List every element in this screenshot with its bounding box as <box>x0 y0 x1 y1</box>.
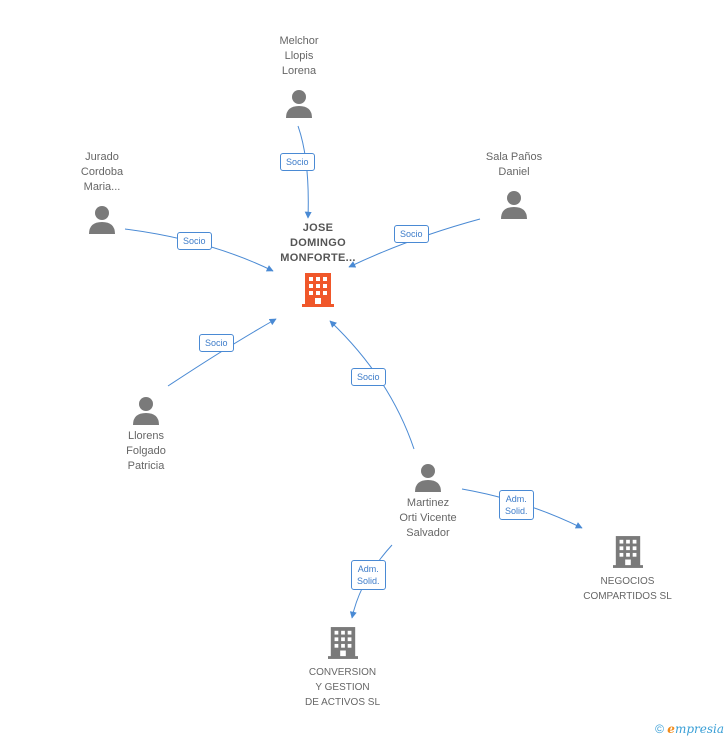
node-llorens-label: Llorens Folgado Patricia <box>126 430 166 472</box>
node-person-martinez[interactable]: Martinez Orti Vicente Salvador <box>373 462 483 541</box>
edge-label-sala: Socio <box>394 225 429 243</box>
person-icon <box>89 206 115 234</box>
brand-footer[interactable]: © empresia <box>655 722 724 736</box>
edge-label-melchor: Socio <box>280 153 315 171</box>
node-negocios-label: NEGOCIOS COMPARTIDOS SL <box>583 576 672 602</box>
node-sala-label: Sala Paños Daniel <box>485 151 543 178</box>
edge-label-negocios: Adm. Solid. <box>499 490 534 520</box>
node-melchor-label: Melchor Llopis Lorena <box>279 35 319 77</box>
node-jurado-label: Jurado Cordoba Maria... <box>80 151 124 193</box>
node-company-negocios[interactable]: NEGOCIOS COMPARTIDOS SL <box>570 534 685 604</box>
building-icon <box>612 536 643 568</box>
node-conversion-label: CONVERSION Y GESTION DE ACTIVOS SL <box>304 667 381 708</box>
building-highlight-icon <box>302 273 334 307</box>
person-icon <box>133 397 159 425</box>
node-person-sala[interactable]: Sala Paños Daniel <box>464 150 564 219</box>
node-company-conversion[interactable]: CONVERSION Y GESTION DE ACTIVOS SL <box>285 625 400 710</box>
node-martinez-label: Martinez Orti Vicente Salvador <box>399 497 457 539</box>
edge-melchor-center <box>297 125 312 219</box>
edge-label-jurado: Socio <box>177 232 212 250</box>
person-icon <box>415 464 441 492</box>
copyright-icon: © <box>655 722 664 736</box>
building-icon <box>327 627 358 659</box>
node-person-melchor[interactable]: Melchor Llopis Lorena <box>249 34 349 118</box>
node-center-company[interactable]: JOSE DOMINGO MONFORTE... <box>263 221 373 309</box>
person-icon <box>286 90 312 118</box>
edge-label-martinez: Socio <box>351 368 386 386</box>
brand-logo-e: e <box>667 722 675 736</box>
person-icon <box>501 191 527 219</box>
node-person-llorens[interactable]: Llorens Folgado Patricia <box>96 395 196 474</box>
edge-label-conversion: Adm. Solid. <box>351 560 386 590</box>
edge-llorens-center <box>167 318 277 387</box>
node-center-label: JOSE DOMINGO MONFORTE... <box>280 222 356 264</box>
brand-logo-text: mpresia <box>674 722 724 736</box>
node-person-jurado[interactable]: Jurado Cordoba Maria... <box>52 150 152 234</box>
edge-label-llorens: Socio <box>199 334 234 352</box>
